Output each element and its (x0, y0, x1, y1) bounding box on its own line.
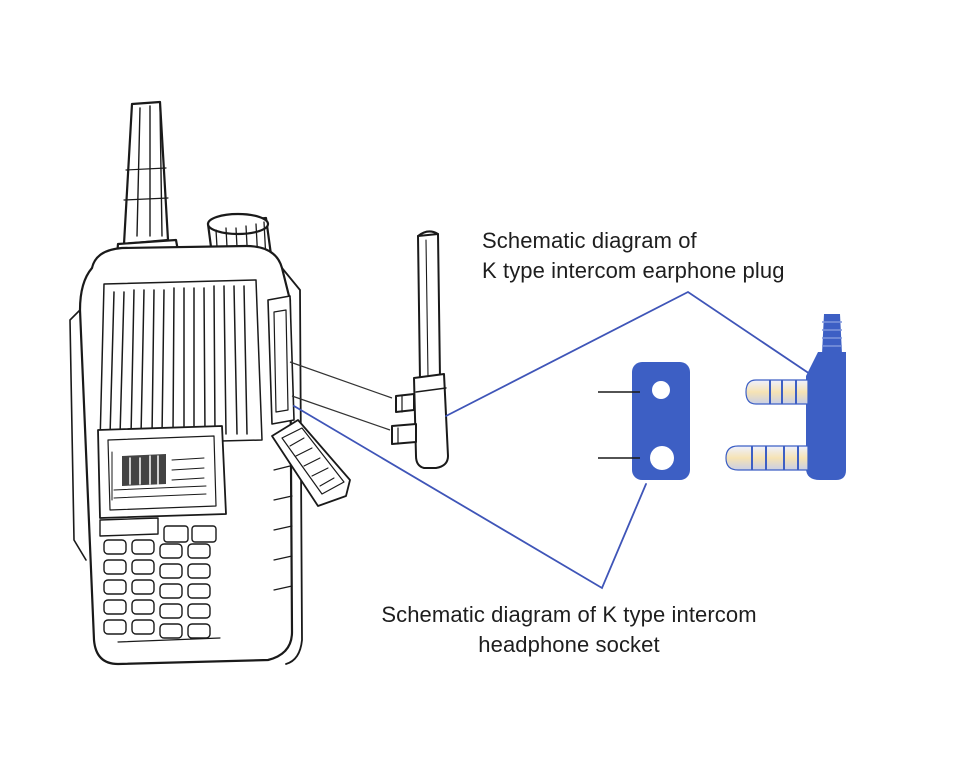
earphone-plug-illustration (391, 230, 449, 469)
socket-hole-large (650, 446, 674, 470)
headphone-socket-caption-line-2: headphone socket (478, 632, 660, 657)
plug-pin-long (725, 445, 809, 471)
headphone-socket-caption: Schematic diagram of K type intercom hea… (364, 600, 774, 660)
earphone-plug-schematic (725, 314, 846, 480)
plug-housing (806, 352, 846, 480)
earphone-plug-caption-line-2: K type intercom earphone plug (482, 258, 785, 283)
radio-jack-cover (271, 419, 351, 507)
socket-hole-small (652, 381, 670, 399)
radio-keypad (99, 517, 221, 643)
jack-alignment-lines (289, 361, 393, 431)
socket-plate (632, 362, 690, 480)
socket-leader-line (293, 405, 647, 590)
radio-antenna (114, 100, 182, 268)
headphone-socket-caption-line-1: Schematic diagram of K type intercom (381, 602, 757, 627)
earphone-plug-body (413, 373, 449, 469)
earphone-plug-caption-line-1: Schematic diagram of (482, 228, 697, 253)
plug-pin-short (745, 379, 809, 405)
earphone-plug-pin-lower (391, 423, 417, 445)
radio-lcd-display (97, 425, 227, 519)
plug-leader-line (445, 290, 811, 417)
radio-speaker-grille (99, 279, 263, 445)
two-way-radio-illustration (69, 100, 351, 666)
earphone-plug-caption: Schematic diagram of K type intercom ear… (482, 226, 785, 286)
earphone-cable (417, 233, 441, 381)
plug-strain-relief (822, 314, 842, 354)
earphone-plug-pin-upper (395, 393, 415, 413)
headphone-socket-schematic (598, 362, 690, 480)
leader-lines (293, 290, 811, 590)
